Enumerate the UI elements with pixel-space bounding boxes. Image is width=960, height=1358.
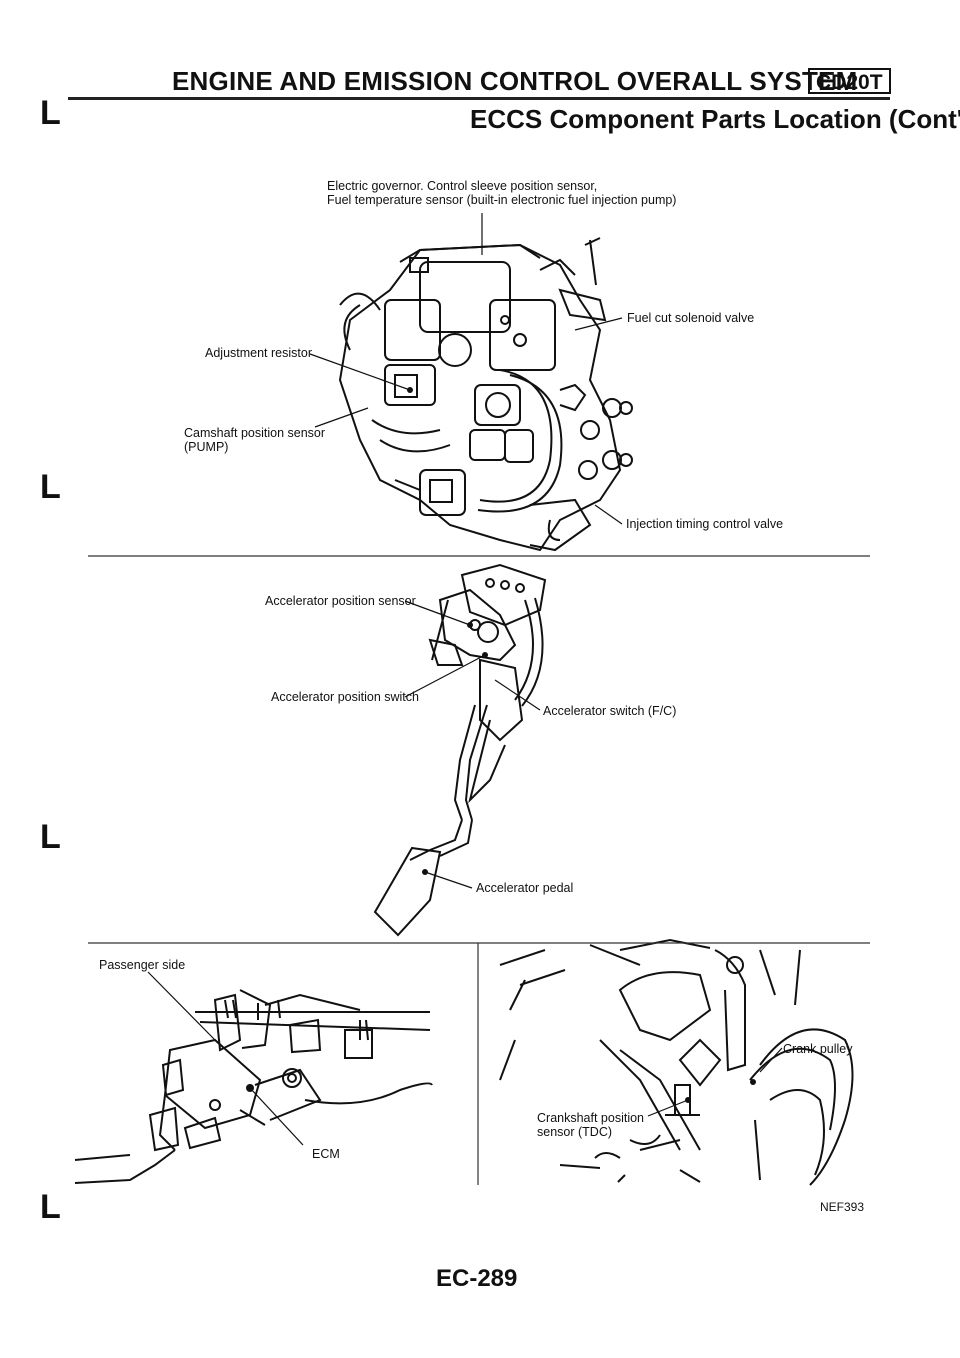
label-electric-governor: Electric governor. Control sleeve positi… <box>327 179 598 193</box>
label-passenger-side: Passenger side <box>99 958 186 972</box>
label-ecm: ECM <box>312 1147 340 1161</box>
leader-lines <box>147 213 783 1146</box>
label-camshaft-position-sensor: Camshaft position sensor <box>184 426 326 440</box>
label-accelerator-position-sensor: Accelerator position sensor <box>265 594 416 608</box>
label-injection-timing-control-valve: Injection timing control valve <box>626 517 784 531</box>
label-adjustment-resistor: Adjustment resistor <box>205 346 312 360</box>
label-fuel-cut-solenoid-valve: Fuel cut solenoid valve <box>627 311 755 325</box>
figure-separators <box>88 555 870 1185</box>
binding-mark: L <box>40 94 61 132</box>
accelerator-pedal-drawing <box>373 563 547 937</box>
label-crankshaft-position-sensor: Crankshaft position <box>537 1111 645 1125</box>
crank-pulley-drawing <box>499 938 854 1186</box>
page-subtitle: ECCS Component Parts Location (Cont'd) <box>470 104 960 134</box>
label-crankshaft-sensor-tdc: sensor (TDC) <box>537 1125 613 1139</box>
label-accelerator-switch-fc: Accelerator switch (F/C) <box>543 704 677 718</box>
binding-mark: L <box>40 468 61 506</box>
binding-mark: L <box>40 818 61 856</box>
figure-id: NEF393 <box>820 1200 865 1214</box>
label-accelerator-pedal: Accelerator pedal <box>476 881 574 895</box>
page-title: ENGINE AND EMISSION CONTROL OVERALL SYST… <box>172 66 858 96</box>
label-accelerator-position-switch: Accelerator position switch <box>271 690 419 704</box>
header-rule <box>68 97 890 100</box>
label-camshaft-pump: (PUMP) <box>184 440 229 454</box>
fuel-injection-pump-drawing <box>338 237 633 552</box>
page-number: EC-289 <box>436 1265 518 1292</box>
leader-dots <box>246 387 756 1103</box>
label-crank-pulley: Crank pulley <box>783 1042 853 1056</box>
label-fuel-temperature-sensor: Fuel temperature sensor (built-in electr… <box>327 193 677 207</box>
ecm-location-drawing <box>74 989 433 1184</box>
engine-code-badge: CD20T <box>808 68 891 94</box>
binding-mark: L <box>40 1188 61 1226</box>
